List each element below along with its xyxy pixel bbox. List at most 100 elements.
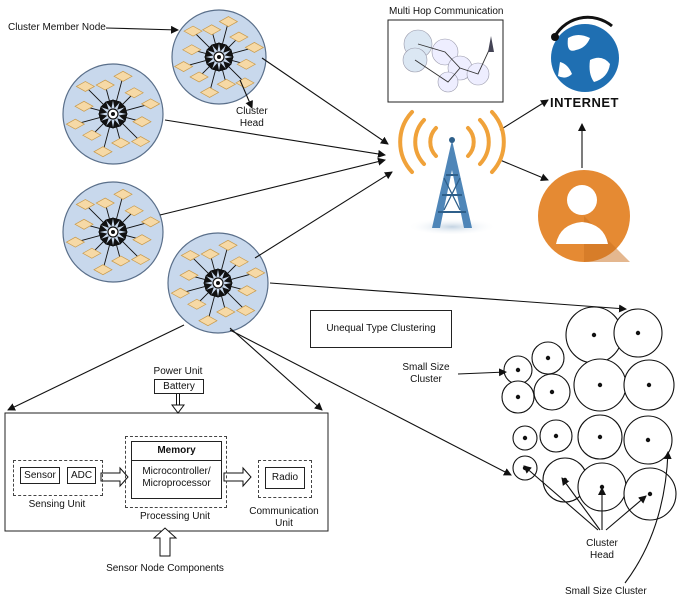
cluster-2 [62,63,164,165]
member-node [235,305,256,316]
link-to-components-left [7,324,185,411]
communication-unit-label: Communication Unit [249,506,319,529]
cell-tower-icon [398,110,506,234]
member-node [201,24,222,36]
member-node [170,287,191,299]
member-node [111,255,131,267]
cluster-head-label: Cluster Head [236,106,268,129]
unequal-cluster-head [597,382,603,388]
sensor-label: Sensor [24,470,56,481]
member-node [130,136,151,147]
arrow-sensing-processing [100,466,129,488]
sensor-clusters [62,9,269,334]
member-link [85,86,109,110]
unequal-cluster-head [553,433,559,439]
member-node [218,239,238,251]
unequal-cluster-head [522,435,528,441]
memory-label: Memory [157,445,196,456]
member-node [244,42,265,53]
communication-unit-box [258,460,312,498]
head-pointer-1 [523,465,599,531]
link-cluster-4 [254,171,393,259]
member-node [183,25,203,37]
member-node [130,254,151,265]
member-node [200,248,220,260]
member-node [95,79,115,91]
link-cluster-1 [261,57,389,145]
member-node [124,87,144,99]
unequal-cluster-head [545,355,551,361]
member-node [132,116,152,128]
cluster-head-dot [217,55,221,59]
member-node [237,285,257,297]
arrow-components [152,527,178,557]
unequal-cluster-head [647,491,653,497]
unequal-cluster-head [597,434,603,440]
radio-box: Radio [265,467,305,489]
member-node [198,315,218,327]
member-node [65,118,86,130]
member-link [112,194,124,227]
member-node [65,236,86,248]
sensor-node-components-label: Sensor Node Components [106,563,224,574]
member-node [229,256,249,268]
multi-hop-title: Multi Hop Communication [389,6,504,17]
unequal-cluster-head [549,389,555,395]
link-tower-user [499,159,549,181]
member-node [140,216,161,228]
cluster-head-label-bottom: Cluster Head [586,538,618,561]
member-link [192,30,215,53]
cluster-links [7,25,627,476]
unequal-cluster-head [515,367,521,373]
member-link [117,118,141,142]
member-node [124,205,144,217]
sensor-box: Sensor [20,467,60,484]
cluster-4 [167,232,269,334]
unequal-cluster-head [645,437,651,443]
unequal-clusters [501,306,677,521]
cluster-3 [62,181,164,283]
member-node [216,78,237,90]
member-node [75,81,96,92]
link-to-unequal [269,282,627,313]
head-pointer-4 [605,495,647,531]
sensing-unit-label: Sensing Unit [28,499,86,510]
sensing-unit-box [13,460,103,496]
member-node [229,31,249,43]
adc-box: ADC [67,467,96,484]
member-node [235,77,255,89]
member-node [82,247,102,259]
cluster-member-node-label: Cluster Member Node [8,22,106,33]
member-link [190,255,214,279]
member-node [95,197,115,209]
member-link [223,61,246,84]
member-link [207,288,219,321]
link-to-small-cluster [229,329,512,476]
cluster-head-dot [111,230,115,234]
battery-label: Battery [163,381,195,392]
unequal-cluster-head [646,382,652,388]
internet-label: INTERNET [550,95,619,110]
microcontroller-label: Microcontroller/ Microprocessor [142,466,211,489]
adc-label: ADC [70,470,93,481]
user-avatar-icon [538,170,630,262]
member-link [117,236,141,260]
link-cluster-3 [159,157,386,216]
link-cluster-2 [164,119,386,158]
cluster-head-dot [111,112,115,116]
small-size-cluster-label-top: Small Size Cluster [402,362,450,385]
member-node [132,234,152,246]
cluster-head-dot [216,281,220,285]
member-node [140,98,161,110]
member-link [217,245,229,278]
member-node [180,250,201,261]
cluster-head-pointer [239,79,253,109]
unequal-cluster-head [635,330,641,336]
member-node [113,70,133,82]
small-size-cluster-pointer [624,451,672,584]
processing-unit-label: Processing Unit [139,511,211,522]
member-node [75,199,96,210]
member-node [236,58,256,70]
member-node [111,137,131,149]
member-node [74,218,94,230]
